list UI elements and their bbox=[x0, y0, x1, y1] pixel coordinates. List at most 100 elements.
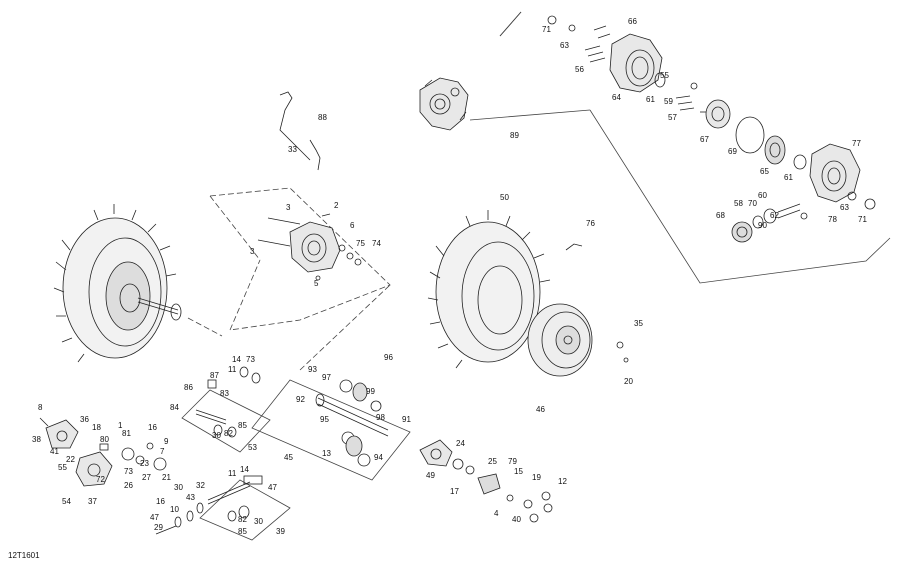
callout-label: 3 bbox=[250, 247, 255, 256]
callout-label: 86 bbox=[184, 383, 193, 392]
part-73-mid bbox=[239, 366, 249, 378]
clip-76 bbox=[565, 243, 583, 251]
callout-label: 13 bbox=[322, 449, 331, 458]
part-75 bbox=[346, 252, 354, 260]
callout-label: 40 bbox=[512, 515, 521, 524]
vent-hose-88 bbox=[279, 91, 321, 171]
callout-label: 66 bbox=[628, 17, 637, 26]
callout-label: 88 bbox=[318, 113, 327, 122]
callout-label: 73 bbox=[124, 467, 133, 476]
washer-63-right bbox=[847, 191, 857, 201]
callout-label: 82 bbox=[238, 515, 247, 524]
callout-label: 70 bbox=[748, 199, 757, 208]
o-ring-69 bbox=[735, 116, 765, 154]
callout-label: 77 bbox=[852, 139, 861, 148]
callout-label: 33 bbox=[288, 145, 297, 154]
callout-label: 11 bbox=[228, 469, 237, 478]
callout-label: 98 bbox=[376, 413, 385, 422]
callout-label: 14 bbox=[240, 465, 249, 474]
callout-label: 94 bbox=[374, 453, 383, 462]
shaft-group-45-box bbox=[251, 379, 411, 481]
callout-label: 9 bbox=[164, 437, 169, 446]
valve-35 bbox=[616, 341, 624, 349]
lower-shaft-39-group bbox=[155, 475, 291, 541]
callout-label: 18 bbox=[92, 423, 101, 432]
callout-label: 5 bbox=[314, 279, 319, 288]
parts-artwork bbox=[39, 11, 891, 541]
callout-label: 41 bbox=[50, 447, 59, 456]
drive-shaft-91 bbox=[315, 393, 389, 437]
callout-label: 37 bbox=[88, 497, 97, 506]
valve-cap-20 bbox=[623, 357, 629, 363]
callout-label: 71 bbox=[542, 25, 551, 34]
callout-label: 17 bbox=[450, 487, 459, 496]
callout-label: 89 bbox=[510, 131, 519, 140]
part-11-mid bbox=[251, 372, 261, 384]
callout-label: 91 bbox=[402, 415, 411, 424]
callout-label: 19 bbox=[532, 473, 541, 482]
callout-label: 10 bbox=[170, 505, 179, 514]
callout-label: 47 bbox=[268, 483, 277, 492]
small-shaft-83-group bbox=[181, 379, 271, 453]
rim-46 bbox=[527, 303, 593, 377]
callout-label: 85 bbox=[238, 527, 247, 536]
callout-label: 53 bbox=[248, 443, 257, 452]
callout-label: 55 bbox=[58, 463, 67, 472]
callout-label: 56 bbox=[575, 65, 584, 74]
callout-label: 50 bbox=[500, 193, 509, 202]
callout-label: 45 bbox=[284, 453, 293, 462]
seal-71-right bbox=[864, 198, 876, 210]
callout-label: 54 bbox=[62, 497, 71, 506]
callout-label: 80 bbox=[100, 435, 109, 444]
callout-label: 60 bbox=[758, 191, 767, 200]
callout-label: 55 bbox=[660, 71, 669, 80]
callout-label: 64 bbox=[612, 93, 621, 102]
callout-label: 30 bbox=[174, 483, 183, 492]
callout-label: 74 bbox=[372, 239, 381, 248]
left-tire bbox=[53, 204, 177, 363]
callout-label: 49 bbox=[426, 471, 435, 480]
callout-label: 30 bbox=[254, 517, 263, 526]
callout-label: 16 bbox=[156, 497, 165, 506]
bolts-56 bbox=[584, 25, 611, 63]
callout-label: 97 bbox=[322, 373, 331, 382]
callout-label: 72 bbox=[96, 475, 105, 484]
callout-label: 16 bbox=[148, 423, 157, 432]
callout-label: 85 bbox=[238, 421, 247, 430]
callout-label: 1 bbox=[118, 421, 123, 430]
knuckle-assembly-left bbox=[39, 417, 167, 487]
differential-cover-77 bbox=[809, 143, 861, 203]
drawing-reference: 12T1601 bbox=[8, 551, 40, 560]
callout-label: 22 bbox=[66, 455, 75, 464]
callout-label: 25 bbox=[488, 457, 497, 466]
callout-label: 6 bbox=[350, 221, 355, 230]
front-gearbox bbox=[289, 221, 341, 273]
callout-label: 83 bbox=[220, 389, 229, 398]
hub-assembly-right bbox=[419, 439, 553, 523]
callout-label: 65 bbox=[760, 167, 769, 176]
callout-label: 78 bbox=[828, 215, 837, 224]
callout-label: 63 bbox=[840, 203, 849, 212]
callout-label: 59 bbox=[664, 97, 673, 106]
callout-label: 38 bbox=[32, 435, 41, 444]
callout-label: 68 bbox=[716, 211, 725, 220]
callout-label: 14 bbox=[232, 355, 241, 364]
shaft-parts-58-70-60 bbox=[731, 203, 808, 243]
callout-label: 79 bbox=[508, 457, 517, 466]
callout-label: 93 bbox=[308, 365, 317, 374]
callout-label: 23 bbox=[140, 459, 149, 468]
callout-label: 92 bbox=[296, 395, 305, 404]
callout-label: 39 bbox=[276, 527, 285, 536]
seal-61 bbox=[654, 72, 666, 88]
callout-label: 90 bbox=[758, 221, 767, 230]
callout-label: 36 bbox=[80, 415, 89, 424]
callout-label: 73 bbox=[246, 355, 255, 364]
callout-label: 67 bbox=[700, 135, 709, 144]
callout-label: 81 bbox=[122, 429, 131, 438]
boot-kit-96 bbox=[339, 379, 382, 412]
callout-label: 99 bbox=[366, 387, 375, 396]
left-axle-shaft bbox=[137, 297, 182, 321]
